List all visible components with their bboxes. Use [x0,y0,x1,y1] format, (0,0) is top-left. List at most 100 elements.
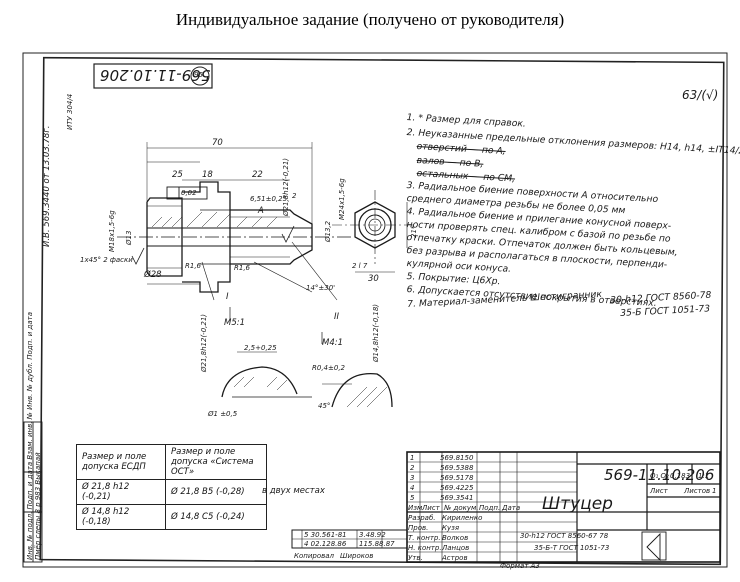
rev-3: 3 [410,474,415,482]
sheet-label: Лист [650,487,668,495]
change-1: 569.8150 [440,454,474,462]
detail-2-angle: 45° [318,402,331,410]
role-date: Дата [502,504,521,512]
role-razrab: Разраб. [408,514,436,522]
sheets-count: 1 [712,487,717,495]
dim-6-51: 6,51±0,25 [250,195,288,203]
tol-cell: Ø 14,8 h12 (-0,18) [76,504,166,530]
detail-2-dia: Ø14,8h12(-0,18) [372,303,380,362]
number-circle-value: 95 [194,71,203,79]
dim-28: Ø28 [144,270,162,280]
tolerance-table: Размер и поле допуска ЕСДП Размер и поле… [76,444,267,530]
rev-4: 4 [410,484,415,492]
number-circle [190,66,210,86]
role-prov: Пров. [408,524,429,532]
tolerance-note: в двух местах [262,486,325,496]
name-5: Астров [442,554,468,562]
name-3: Волков [442,534,469,542]
rev-2: 2 [410,464,415,472]
detail-1-width: 2,5+0,25 [244,344,277,352]
detail-2-scale: M4:1 [322,338,344,348]
format-label: Формат А3 [500,562,540,570]
tol-cell: Ø 14,8 С5 (-0,24) [165,504,267,530]
dim-r: R1,6 [185,262,201,270]
dim-21-8: Ø21,8h12(-0,21) [282,157,290,216]
dim-thread-left: M18x1,5-6g [108,210,116,252]
bottom-code-4: 115.88.87 [359,540,395,548]
hex-end-view [332,190,417,273]
dim-2: 2 [292,192,297,200]
rev-5: 5 [410,494,415,502]
dim-ref-21: 21* [410,225,418,238]
dim-r-b: R1,6 [234,264,250,272]
role-list: Лист [422,504,440,512]
name-4: Ланцов [442,544,470,552]
inner-frame [39,56,725,566]
tol-cell: Ø 21,8 В5 (-0,28) [165,479,267,505]
material-1: 30-h12 ГОСТ 8560-67 78 [520,532,609,540]
copied-label: Копировал [294,552,334,560]
role-tkontr: Т. контр. [408,534,441,542]
left-thread-body [146,197,183,277]
detail-2-r: R0,4±0,2 [312,364,345,372]
dim-22: 22 [252,170,263,180]
detail-one-view [221,307,312,398]
bottom-code-1: 5 30.561-81 [304,531,347,539]
right-thread-cone [230,209,313,265]
letter: О₁ О₂ [650,472,669,480]
bottom-code-3: 3.48.92 [359,531,386,539]
number-box [93,63,213,89]
dim-thread-right: M24x1,5-6g [338,178,346,220]
hex-body [182,181,231,293]
detail-two-profile [331,372,393,408]
change-3: 569.5178 [440,474,474,482]
bottom-code-2: 4 02.128.86 [304,540,347,548]
role-sign: Подп. [479,504,501,512]
tol-header-2: Размер и поле допуска «Система ОСТ» [165,444,267,480]
side-stamp: Инв. № подл. Подп. и дата Взам. инв. № И… [26,312,34,560]
detail-one-profile [221,366,298,398]
dim-70: 70 [212,138,223,148]
role-izm: Изм [408,504,423,512]
dim-25: 25 [172,170,183,180]
engineering-drawing-sheet: 569-11.10.206 95 И.В. 569.3440 от 13.03.… [22,52,740,572]
detail-1-scale: M5:1 [224,318,246,328]
dim-18: 18 [202,170,213,180]
page-title: Индивидуальное задание (получено от руко… [175,10,565,29]
role-nkontr: Н. контр. [408,544,442,552]
sheets-label: Листов [684,487,711,495]
detail-1-r: Ø1 ±0,5 [208,410,238,418]
side-stamp-frame [23,421,43,563]
rev-1: 1 [410,454,415,462]
material-2: 35-Б-Т ГОСТ 1051-73 [534,544,610,552]
detail-two-view [321,332,393,408]
title-block-grid [291,451,721,563]
side-code: И.В. 569.3440 от 13.03.78г. [42,125,52,247]
dim-chamfer: 1x45° 2 фаски [80,256,133,264]
change-5: 569.3541 [440,494,474,502]
part-name: Штуцер [542,494,613,514]
corner-mark: ИТУ 304/4 [66,93,74,130]
role-doc: № докум. [444,504,479,512]
dim-13: Ø13 [125,230,133,245]
detail-1-dia: Ø21,8h12(-0,21) [200,313,208,372]
dim-cone: 14°±30' [306,284,336,292]
hex-outline [354,201,396,249]
outer-frame [22,52,728,568]
dim-13-2: Ø13,2 [324,220,332,242]
name-2: Кузя [442,524,460,532]
mass: 0,183 [670,472,691,480]
dim-hex-30: 30 [368,274,379,284]
role-utv: Утв. [408,554,423,562]
dim-hex-2-17: 2 l 7 [352,262,368,270]
change-4: 569.4225 [440,484,474,492]
base-a: A [258,206,264,216]
scale: 1:1 [698,472,710,480]
roughness-symbol: 63/(√) [682,88,719,102]
tol-header-1: Размер и поле допуска ЕСДП [76,444,166,480]
detail-1-label: I [226,292,229,302]
drawing-linework [22,52,728,568]
copied-name: Широков [340,552,374,560]
designation: 569-11.10.206 [604,466,715,484]
tol-cell: Ø 21,8 h12 (-0,21) [76,479,166,505]
